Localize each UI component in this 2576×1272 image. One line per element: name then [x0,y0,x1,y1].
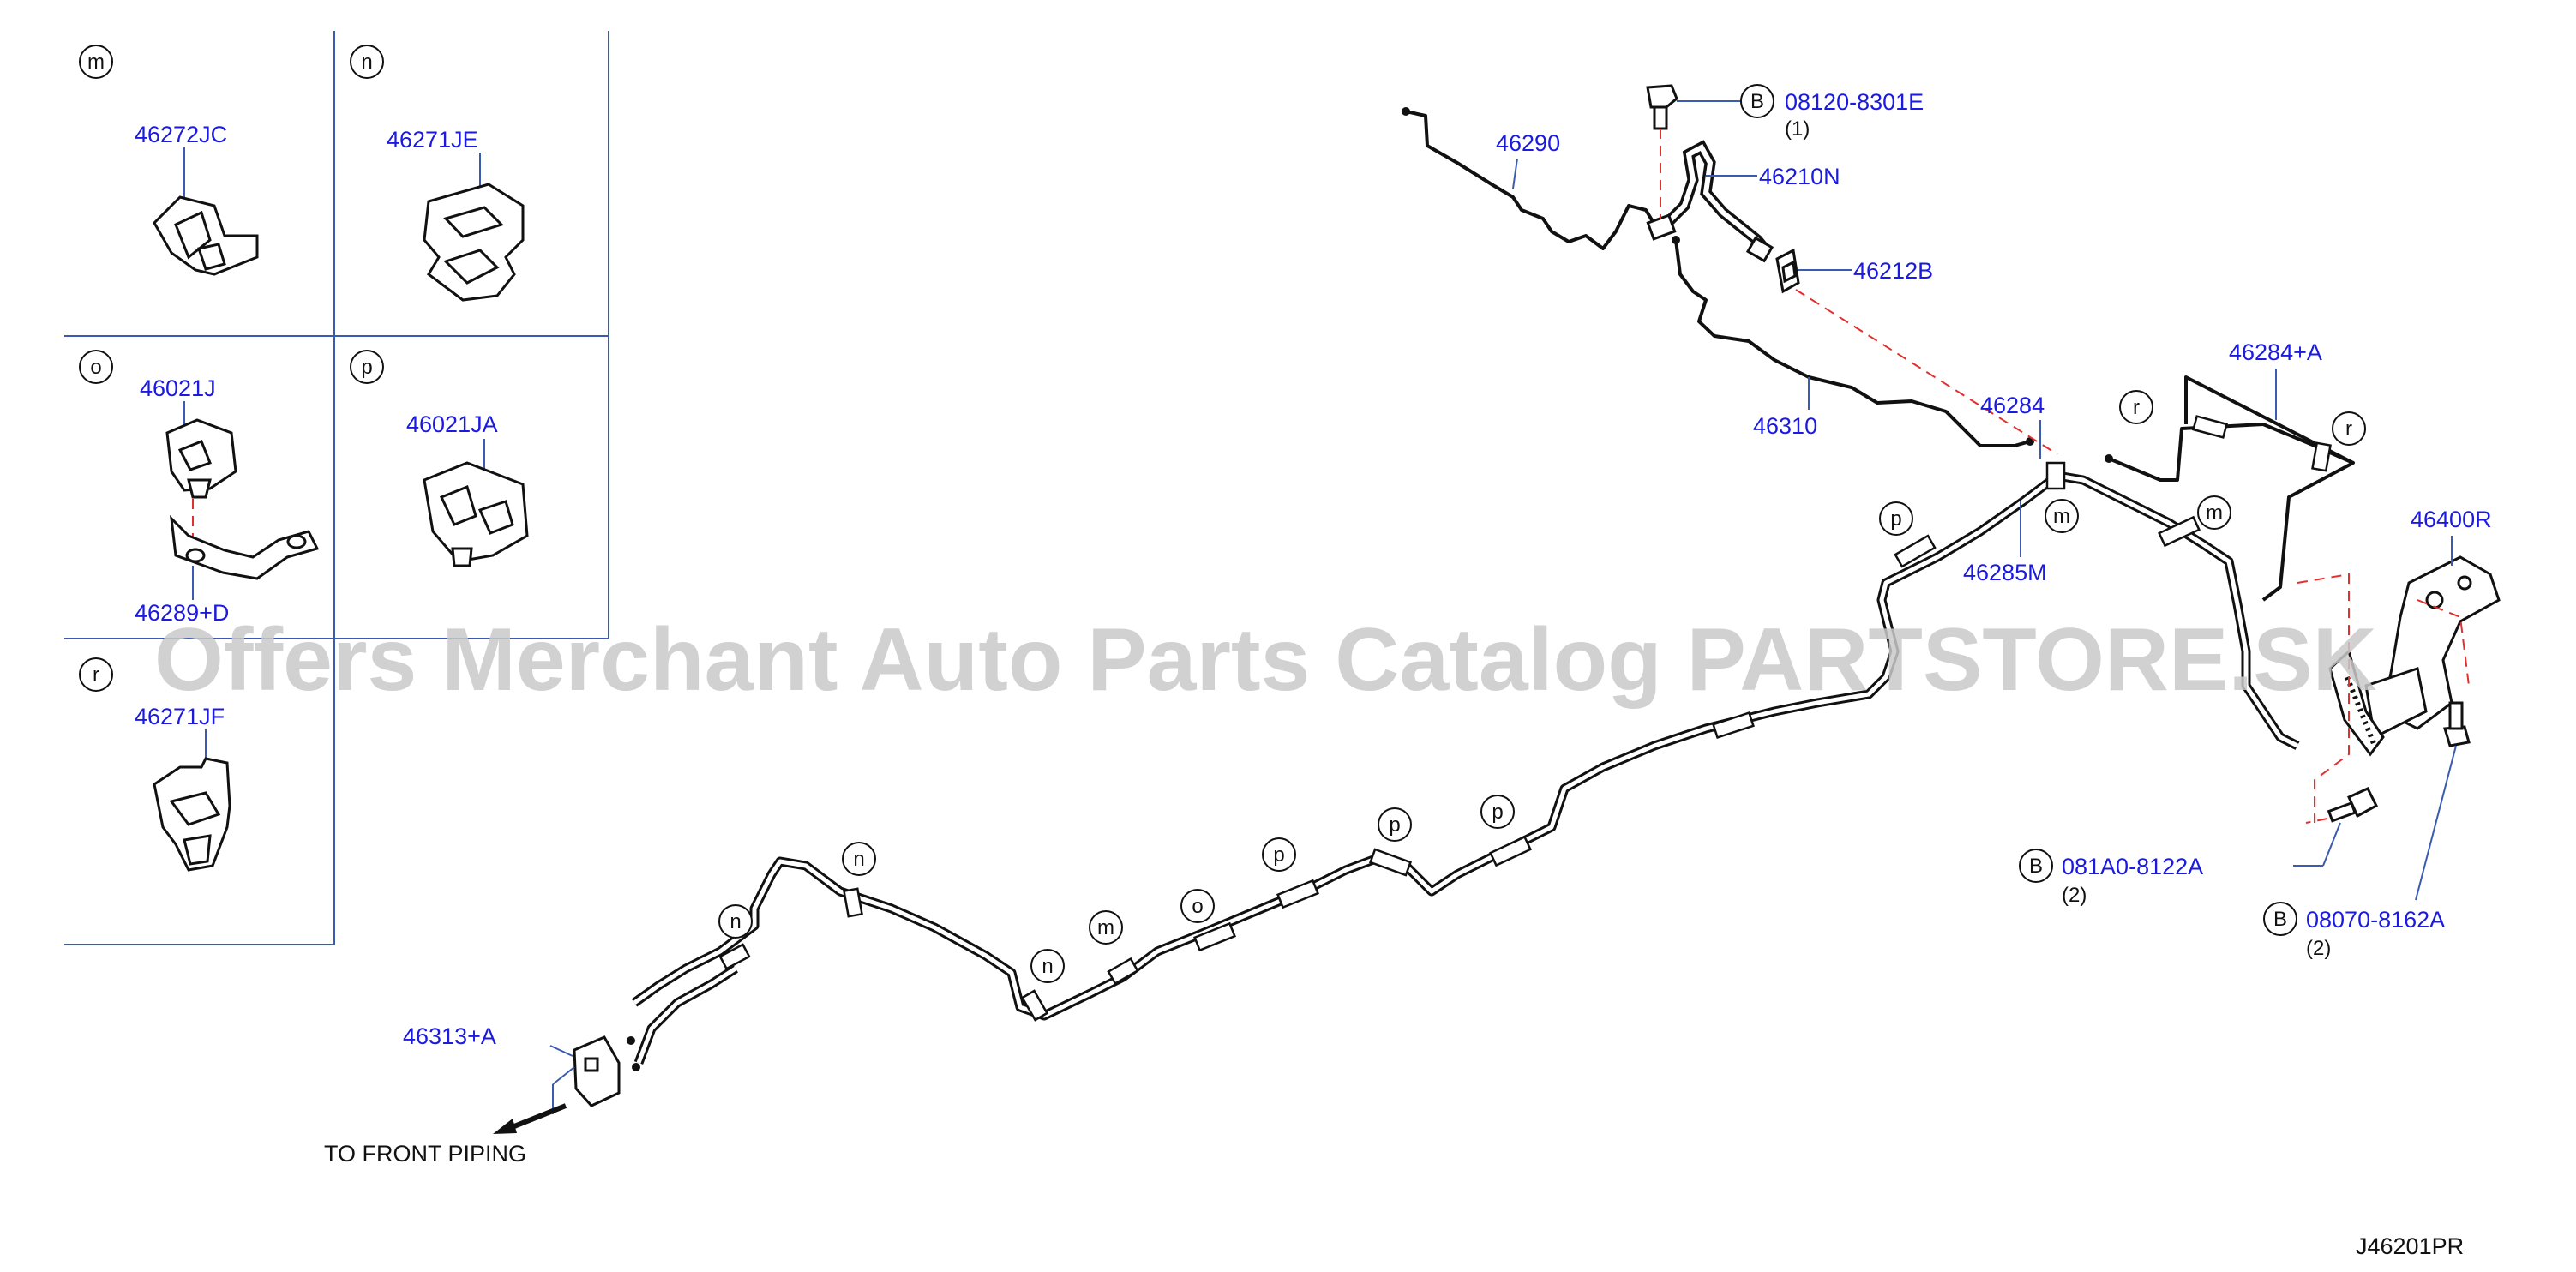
clip-letter: n [1042,955,1053,978]
part-label-46210N: 46210N [1759,164,1840,189]
bolt-part-number: 08120-8301E [1785,89,1924,115]
part-label-46284A: 46284+A [2229,339,2322,365]
clip-letter: m [2053,505,2070,528]
part-label-46310: 46310 [1753,413,1817,439]
bolt-081A0-8122A: B 081A0-8122A (2) [2019,787,2378,907]
watermark: Offers Merchant Auto Parts Catalog PARTS… [154,610,2377,710]
part-number: 46021J [140,375,216,401]
part-number: 46021JA [406,411,498,437]
clip-letter: n [853,848,864,871]
clip-callouts: n n n m o p p p p m m r r [718,390,2366,983]
part-label-46285M: 46285M [1963,560,2047,585]
clip-46212B: 46212B [1775,248,2058,455]
clip-46271JF-icon [153,757,231,872]
bolt-letter: B [2273,908,2287,931]
brake-pipe-46285M [631,471,2300,1021]
part-number: 46271JE [387,127,478,153]
part-label-46212B: 46212B [1853,258,1933,284]
brake-assembly-46400R: 46400R [2297,507,2501,823]
inset-panel-o: o 46021J 46289+D [79,350,320,626]
clip-46021J-icon [165,418,237,499]
brake-pipe-front-branch [627,964,738,1071]
connector-46313A: 46313+A TO FRONT PIPING [324,1023,621,1167]
bolt-qty: (2) [2306,937,2331,960]
brake-pipe-46310: 46310 [1672,236,2034,447]
pipe-clips [718,415,2332,1022]
diagram-code: J46201PR [2356,1233,2464,1259]
bolt-08120-8301E: B 08120-8301E (1) [1646,84,1924,219]
clip-letter: m [1097,916,1114,939]
clip-46271JE-icon [423,183,525,302]
panel-letter: n [361,51,372,74]
label-46285M: 46285M [1963,501,2047,585]
clip-46272JC-icon [153,195,259,276]
part-number: 46271JF [135,704,225,729]
part-label-46400R: 46400R [2411,507,2492,532]
clip-letter: p [1890,507,1901,531]
clip-letter: r [2133,396,2140,419]
inset-panel-p: p 46021JA [350,350,529,567]
panel-letter: r [93,663,99,687]
front-piping-note: TO FRONT PIPING [324,1141,526,1167]
bolt-part-number: 081A0-8122A [2062,854,2203,879]
part-label-46284: 46284 [1980,393,2045,418]
panel-letter: p [361,356,372,379]
part-number: 46289+D [135,600,229,626]
inset-panel-n: n 46271JE [350,45,525,302]
clip-letter: o [1192,895,1203,918]
panel-letter: o [90,356,101,379]
bolt-letter: B [2029,855,2043,878]
bracket-46289D-icon [170,514,320,580]
clip-letter: n [730,910,741,933]
part-number: 46272JC [135,122,227,147]
inset-panel-r: r 46271JF [79,657,231,872]
panel-letter: m [87,51,105,74]
clip-letter: p [1273,843,1284,867]
brake-pipe-46284: 46284 [1980,393,2355,602]
brake-pipe-46284A: 46284+A [2184,339,2354,465]
bolt-08070-8162A: B 08070-8162A (2) [2263,701,2471,960]
clip-46021JA-icon [423,461,529,567]
bolt-letter: B [1750,90,1764,113]
clip-letter: r [2345,417,2352,441]
bolt-part-number: 08070-8162A [2306,907,2445,933]
inset-panel-m: m 46272JC [79,45,259,276]
brake-pipe-46290: 46290 [1402,107,1660,250]
part-label-46313A: 46313+A [403,1023,496,1049]
bolt-qty: (1) [1785,117,1810,141]
bolt-qty: (2) [2062,884,2087,907]
clip-letter: m [2206,501,2223,525]
inset-grid [64,31,609,945]
part-label-46290: 46290 [1496,130,1560,156]
brake-hose-46210N: 46210N [1646,140,1840,263]
clip-letter: p [1389,813,1400,837]
clip-letter: p [1492,801,1503,824]
